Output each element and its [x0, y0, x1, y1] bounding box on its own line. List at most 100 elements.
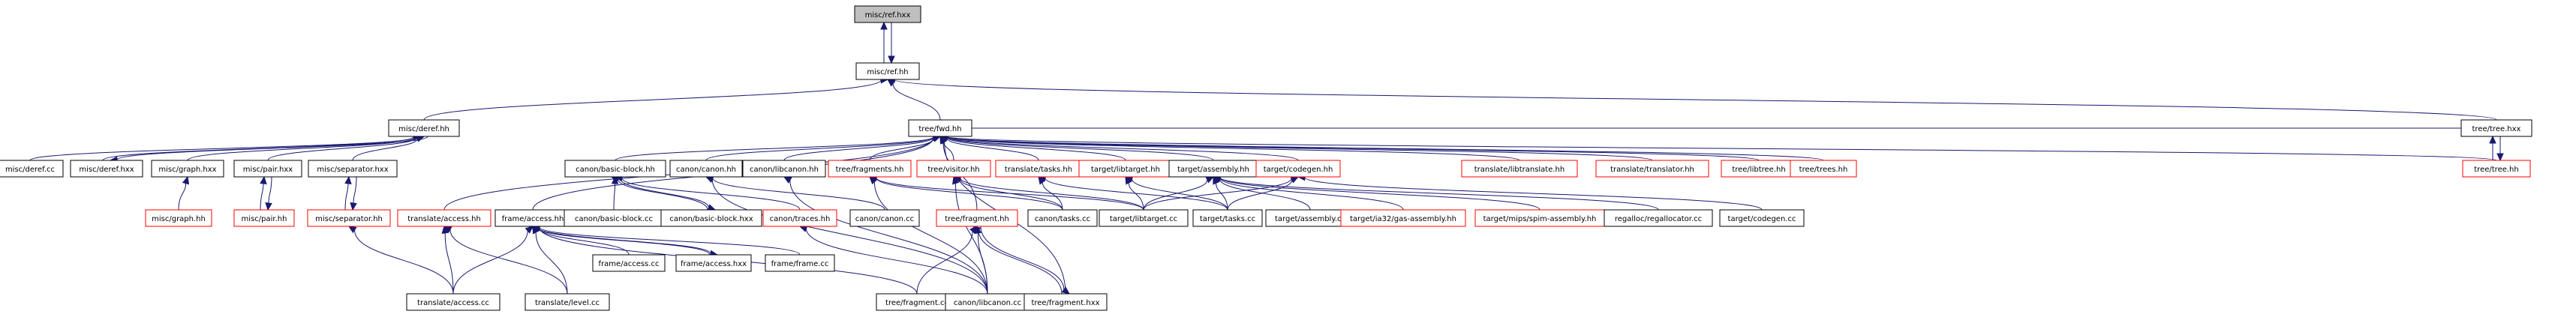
node-separator-hxx[interactable]: misc/separator.hxx	[308, 160, 398, 178]
edge-target_tasks_cc-to-codegen_hh	[1227, 176, 1300, 211]
node-label: canon/canon.hh	[676, 166, 736, 174]
node-tree-hxx[interactable]: tree/tree.hxx	[2460, 119, 2532, 137]
node-codegen-hh[interactable]: target/codegen.hh	[1255, 160, 1341, 178]
node-label: target/assembly.hh	[1177, 166, 1249, 174]
node-canon-cc[interactable]: canon/canon.cc	[849, 209, 920, 227]
node-box	[307, 209, 391, 227]
node-deref-hxx[interactable]: misc/deref.hxx	[70, 160, 143, 178]
node-libtranslate-hh[interactable]: translate/libtranslate.hh	[1461, 160, 1578, 178]
edge-fragment_hh-to-fragment_hxx	[980, 226, 1070, 295]
node-label: misc/ref.hxx	[865, 11, 911, 19]
node-box	[916, 160, 991, 178]
node-label: target/tasks.cc	[1200, 215, 1255, 223]
node-deref-hh[interactable]: misc/deref.hh	[388, 119, 460, 137]
node-level-cc[interactable]: translate/level.cc	[525, 293, 610, 311]
node-frame-access-hxx[interactable]: frame/access.hxx	[675, 254, 752, 272]
node-fragments-hh[interactable]: tree/fragments.hh	[828, 160, 912, 178]
node-spim-assembly-hh[interactable]: target/mips/spim-assembly.hh	[1474, 209, 1605, 227]
node-box	[1023, 293, 1108, 311]
node-ref-hxx[interactable]: misc/ref.hxx	[854, 5, 921, 23]
node-canon-hh[interactable]: canon/canon.hh	[669, 160, 743, 178]
edge-graph_hh-to-graph_hxx	[178, 175, 190, 211]
node-libcanon-cc[interactable]: canon/libcanon.cc	[945, 293, 1030, 311]
node-frame-access-cc[interactable]: frame/access.cc	[592, 254, 666, 272]
node-fragment-hxx[interactable]: tree/fragment.hxx	[1023, 293, 1108, 311]
node-visitor-hh[interactable]: tree/visitor.hh	[916, 160, 991, 178]
node-translate-tasks-hh[interactable]: translate/tasks.hh	[995, 160, 1082, 178]
node-assembly-hh[interactable]: target/assembly.hh	[1168, 160, 1258, 178]
node-graph-hh[interactable]: misc/graph.hh	[145, 209, 212, 227]
node-libtarget-hh[interactable]: target/libtarget.hh	[1078, 160, 1173, 178]
edge-tree_hxx-to-tree_hh	[2496, 136, 2504, 162]
node-label: tree/fragment.hh	[945, 215, 1009, 223]
node-label: regalloc/regallocator.cc	[1615, 215, 1702, 223]
edge-tree_hxx-to-ref_hh	[886, 76, 2497, 121]
node-box	[1461, 160, 1578, 178]
node-graph-hxx[interactable]: misc/graph.hxx	[151, 160, 224, 178]
node-canon-tasks-cc[interactable]: canon/tasks.cc	[1027, 209, 1098, 227]
node-box	[406, 293, 500, 311]
edge-libcanon_cc-to-libcanon_hh	[783, 176, 988, 295]
node-label: misc/deref.hxx	[79, 166, 134, 174]
node-box	[388, 119, 460, 137]
node-libtarget-cc[interactable]: target/libtarget.cc	[1099, 209, 1189, 227]
node-box	[0, 160, 64, 178]
node-trees-hh[interactable]: tree/trees.hh	[1790, 160, 1857, 178]
node-box	[854, 5, 921, 23]
edge-regallocator_cc-to-assembly_hh	[1212, 173, 1659, 211]
node-label: tree/fragment.hxx	[1031, 299, 1099, 307]
node-label: tree/tree.hxx	[2472, 125, 2521, 133]
node-gas-assembly-hh[interactable]: target/ia32/gas-assembly.hh	[1340, 209, 1466, 227]
node-fragment-hh[interactable]: tree/fragment.hh	[936, 209, 1018, 227]
node-box	[828, 160, 912, 178]
node-translate-access-hh[interactable]: translate/access.hh	[397, 209, 491, 227]
edge-libcanon_cc-to-fragments_hh	[869, 176, 988, 295]
node-box	[936, 209, 1018, 227]
node-separator-hh[interactable]: misc/separator.hh	[307, 209, 391, 227]
node-label: canon/canon.cc	[855, 215, 914, 223]
node-box	[762, 209, 837, 227]
node-label: misc/deref.cc	[5, 166, 55, 174]
node-label: translate/translator.hh	[1610, 166, 1694, 174]
node-deref-cc[interactable]: misc/deref.cc	[0, 160, 64, 178]
node-label: target/libtarget.cc	[1110, 215, 1177, 223]
node-pair-hxx[interactable]: misc/pair.hxx	[233, 160, 302, 178]
node-tree-hh[interactable]: tree/tree.hh	[2462, 160, 2531, 178]
node-codegen-cc[interactable]: target/codegen.cc	[1719, 209, 1805, 227]
node-label: tree/fragment.cc	[885, 299, 948, 307]
node-regallocator-cc[interactable]: regalloc/regallocator.cc	[1604, 209, 1713, 227]
edge-libcanon_cc-to-canon_hh	[705, 176, 988, 295]
edge-tree_hh-to-tree_hxx	[2489, 135, 2496, 161]
edge-level_cc-to-translate_access_hh	[443, 226, 568, 295]
edge-fwd_hh-to-ref_hh	[887, 79, 941, 121]
node-libtree-hh[interactable]: tree/libtree.hh	[1721, 160, 1797, 178]
node-fwd-hh[interactable]: tree/fwd.hh	[908, 119, 972, 137]
node-basic-block-hh[interactable]: canon/basic-block.hh	[564, 160, 666, 178]
node-ref-hh[interactable]: misc/ref.hh	[855, 62, 920, 80]
node-libcanon-hh[interactable]: canon/libcanon.hh	[742, 160, 826, 178]
node-box	[151, 160, 224, 178]
node-label: translate/tasks.hh	[1005, 166, 1072, 174]
node-label: tree/fragments.hh	[836, 166, 904, 174]
node-translator-hh[interactable]: translate/translator.hh	[1595, 160, 1709, 178]
node-label: misc/separator.hxx	[317, 166, 388, 174]
node-label: misc/ref.hh	[867, 68, 908, 76]
node-label: tree/visitor.hh	[927, 166, 979, 174]
node-box	[145, 209, 212, 227]
node-frame-cc[interactable]: frame/frame.cc	[765, 254, 835, 272]
node-label: target/libtarget.hh	[1091, 166, 1160, 174]
node-basic-block-cc[interactable]: canon/basic-block.cc	[564, 209, 664, 227]
edge-fwd_hh-to-tree_hxx	[939, 124, 2498, 132]
node-label: translate/access.hh	[407, 215, 481, 223]
node-basic-block-hxx[interactable]: canon/basic-block.hxx	[660, 209, 762, 227]
node-frame-access-hh[interactable]: frame/access.hh	[494, 209, 571, 227]
node-box	[2460, 119, 2532, 137]
node-translate-access-cc[interactable]: translate/access.cc	[406, 293, 500, 311]
node-label: target/codegen.hh	[1264, 166, 1333, 174]
node-pair-hh[interactable]: misc/pair.hh	[233, 209, 295, 227]
node-target-tasks-cc[interactable]: target/tasks.cc	[1192, 209, 1263, 227]
edge-gas_assembly_hh-to-assembly_hh	[1212, 174, 1404, 211]
node-label: frame/access.hxx	[681, 260, 747, 268]
node-box	[765, 254, 835, 272]
node-traces-hh[interactable]: canon/traces.hh	[762, 209, 837, 227]
